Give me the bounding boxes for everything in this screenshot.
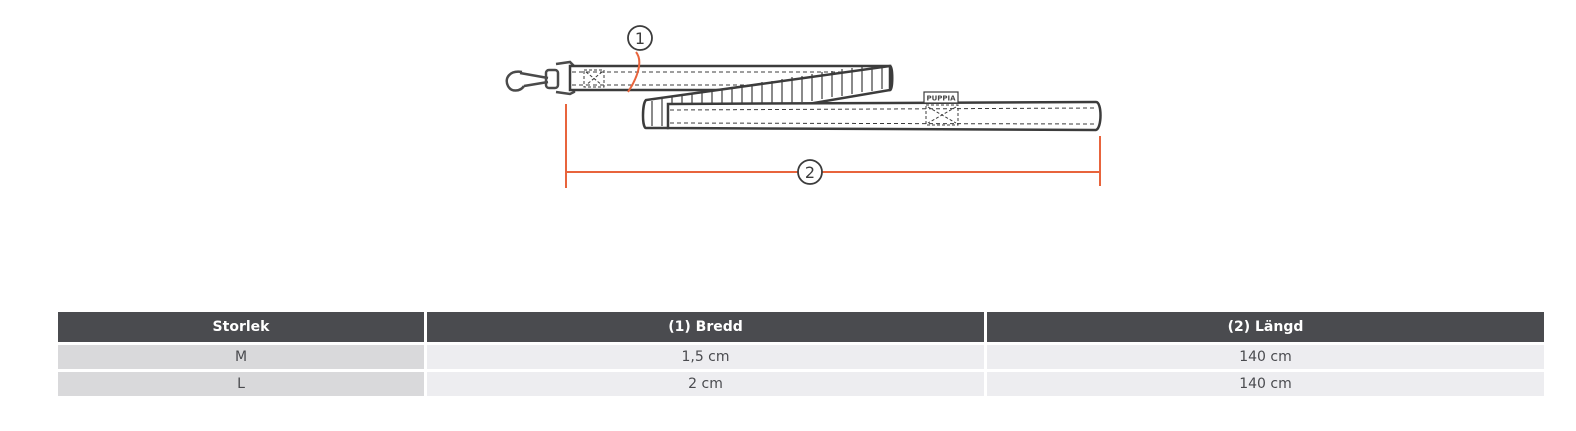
width-marker-label: 1: [635, 29, 645, 48]
header-length: (2) Längd: [987, 312, 1544, 342]
table-row: L 2 cm 140 cm: [58, 372, 1544, 396]
cell-length: 140 cm: [987, 372, 1544, 396]
width-marker-circle: [627, 25, 653, 51]
width-indicator-arc: [627, 51, 641, 93]
brand-tag: PUPPIA: [926, 95, 956, 103]
header-width: (1) Bredd: [427, 312, 984, 342]
table-header-row: Storlek (1) Bredd (2) Längd: [58, 312, 1544, 342]
snap-hook-icon: [505, 60, 576, 96]
size-table: Storlek (1) Bredd (2) Längd M 1,5 cm 140…: [55, 309, 1547, 399]
length-marker-circle: [797, 159, 823, 185]
cell-size: M: [58, 345, 424, 369]
length-dimension-line: [565, 104, 1101, 188]
cell-width: 2 cm: [427, 372, 984, 396]
header-size: Storlek: [58, 312, 424, 342]
cell-length: 140 cm: [987, 345, 1544, 369]
length-marker-label: 2: [805, 163, 815, 182]
leash-diagram: PUPPIA 1 2: [505, 25, 1102, 188]
table-row: M 1,5 cm 140 cm: [58, 345, 1544, 369]
leash-strap-lower: [666, 91, 1102, 132]
cell-size: L: [58, 372, 424, 396]
cell-width: 1,5 cm: [427, 345, 984, 369]
